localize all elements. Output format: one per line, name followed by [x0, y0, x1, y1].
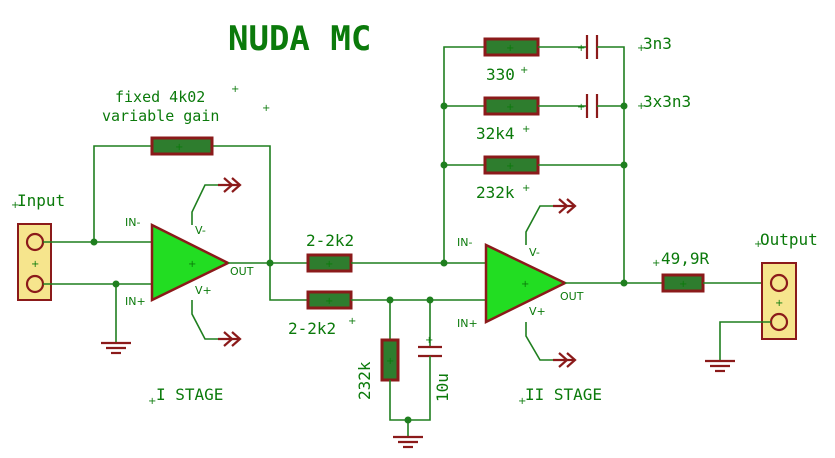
svg-text:+: + — [231, 84, 239, 95]
resistor-output: + — [661, 273, 705, 293]
svg-text:+: + — [31, 259, 39, 270]
supply-arrow-opamp2-top — [553, 198, 577, 214]
ground-symbol-1 — [101, 341, 131, 355]
resistor-feedback-232k: + — [483, 155, 540, 175]
opamp-stage-1: + — [150, 222, 231, 302]
resistor-in-bottom: + — [306, 290, 353, 310]
opamp2-out-pin: OUT — [560, 290, 584, 303]
svg-text:+: + — [506, 43, 514, 54]
opamp-stage-2: + — [484, 243, 568, 325]
resistor-in-top-label: 2-2k2 — [306, 231, 354, 250]
svg-text:+: + — [637, 101, 645, 112]
stage-2-label: II STAGE — [525, 385, 602, 404]
capacitor-shunt-label: 10u — [433, 373, 452, 402]
resistor-shunt: + — [380, 338, 400, 382]
capacitor-shunt: + — [418, 335, 442, 358]
ground-symbol-2 — [393, 435, 423, 449]
svg-text:+: + — [175, 142, 183, 153]
svg-text:+: + — [325, 259, 333, 270]
input-connector: + — [17, 223, 52, 301]
resistor-shunt-label: 232k — [355, 361, 374, 400]
svg-text:+: + — [637, 43, 645, 54]
svg-text:+: + — [11, 200, 19, 211]
svg-text:+: + — [425, 335, 433, 346]
capacitor-feedback-3x3n3-label: 3x3n3 — [643, 92, 691, 111]
input-label: Input — [17, 191, 65, 210]
svg-text:+: + — [262, 103, 270, 114]
supply-arrow-opamp2-bottom — [553, 352, 577, 368]
resistor-feedback-330-label: 330 — [486, 65, 515, 84]
svg-text:+: + — [522, 124, 530, 135]
opamp2-in-plus-pin: IN+ — [457, 317, 478, 330]
capacitor-feedback-3x3n3: + — [577, 94, 599, 118]
resistor-feedback-32k4: + — [483, 96, 540, 116]
opamp1-out-pin: OUT — [230, 265, 254, 278]
resistor-feedback-330: + — [483, 37, 540, 57]
gain-label-line2: variable gain — [102, 107, 219, 125]
supply-arrow-opamp1-top — [218, 177, 242, 193]
svg-text:+: + — [518, 396, 526, 407]
output-label: Output — [760, 230, 818, 249]
resistor-in-top: + — [306, 253, 353, 273]
resistor-feedback-232k-label: 232k — [476, 183, 515, 202]
svg-text:+: + — [506, 161, 514, 172]
svg-text:+: + — [520, 65, 528, 76]
svg-text:+: + — [577, 43, 585, 54]
svg-text:+: + — [577, 102, 585, 113]
opamp1-in-plus-pin: IN+ — [125, 295, 146, 308]
ground-symbol-3 — [705, 359, 735, 373]
svg-text:+: + — [188, 259, 196, 270]
opamp2-v-plus-pin: V+ — [529, 305, 546, 318]
resistor-in-bottom-label: 2-2k2 — [288, 319, 336, 338]
svg-text:+: + — [386, 356, 394, 367]
svg-text:+: + — [506, 102, 514, 113]
opamp2-v-minus-pin: V- — [529, 246, 540, 259]
svg-text:+: + — [348, 316, 356, 327]
resistor-output-label: 49,9R — [661, 249, 710, 268]
opamp1-v-plus-pin: V+ — [195, 284, 212, 297]
title: NUDA MC — [228, 19, 371, 59]
capacitor-feedback-3n3: + — [577, 35, 599, 59]
capacitor-feedback-3n3-label: 3n3 — [643, 34, 672, 53]
svg-text:+: + — [325, 296, 333, 307]
stage-1-label: I STAGE — [156, 385, 223, 404]
gain-resistor: + — [150, 136, 214, 156]
opamp1-in-minus-pin: IN- — [125, 216, 140, 229]
svg-text:+: + — [652, 258, 660, 269]
opamp2-in-minus-pin: IN- — [457, 236, 472, 249]
svg-text:+: + — [522, 183, 530, 194]
opamp1-v-minus-pin: V- — [195, 224, 206, 237]
resistor-feedback-32k4-label: 32k4 — [476, 124, 515, 143]
svg-text:+: + — [521, 279, 529, 290]
svg-text:+: + — [148, 396, 156, 407]
svg-text:+: + — [775, 298, 783, 309]
svg-text:+: + — [679, 279, 687, 290]
svg-text:+: + — [754, 239, 762, 250]
supply-arrow-opamp1-bottom — [218, 331, 242, 347]
gain-label-line1: fixed 4k02 — [115, 88, 205, 106]
output-connector: + — [761, 262, 797, 340]
